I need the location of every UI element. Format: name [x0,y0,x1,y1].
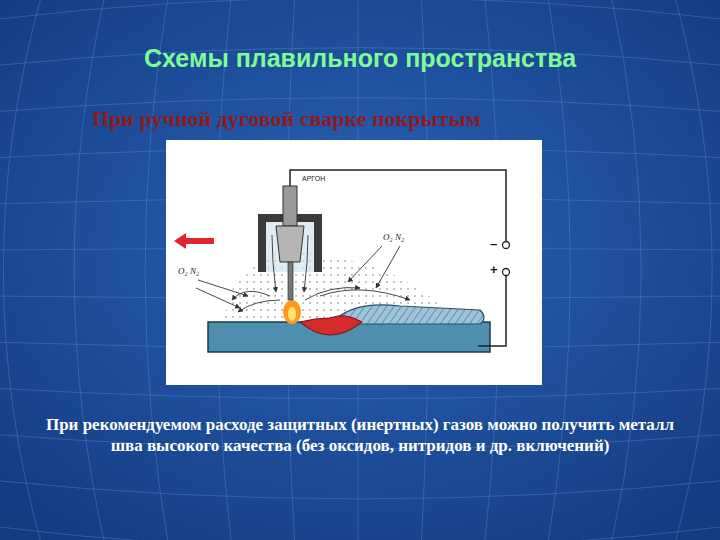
slide-title: Схемы плавильного пространства [144,44,576,73]
grid-line [547,0,570,540]
air-gases-label: O₂ N₂ [383,232,404,242]
electrode [288,262,293,300]
grid-line [0,0,720,20]
subtitle: При ручной дуговой сварке покрытым [92,106,481,132]
grid-line [3,0,43,540]
gas-label: АРГОН [302,175,325,182]
negative-terminal [503,242,510,249]
travel-direction-arrow [174,233,214,249]
grid-line [74,0,106,540]
gas-flow-arrows [232,235,410,312]
power-wires [290,170,506,346]
grid-line [673,0,712,540]
polarity-sign: + [490,262,498,277]
grid-line [610,0,641,540]
welding-arc [283,300,301,324]
arc-core [288,307,296,321]
polarity-sign: – [490,236,497,251]
air-gases-label: O₂ N₂ [178,266,199,276]
air-arrows [196,246,400,308]
grid-line [0,480,720,499]
grid-line [145,0,169,540]
image-panel [166,140,542,385]
positive-terminal [503,269,510,276]
torch-body [283,186,297,226]
collet [276,226,304,262]
weld-pool [300,316,362,335]
grid-line [0,526,720,540]
caption-text: При рекомендуемом расходе защитных (инер… [40,414,680,456]
grid-line [0,388,720,399]
